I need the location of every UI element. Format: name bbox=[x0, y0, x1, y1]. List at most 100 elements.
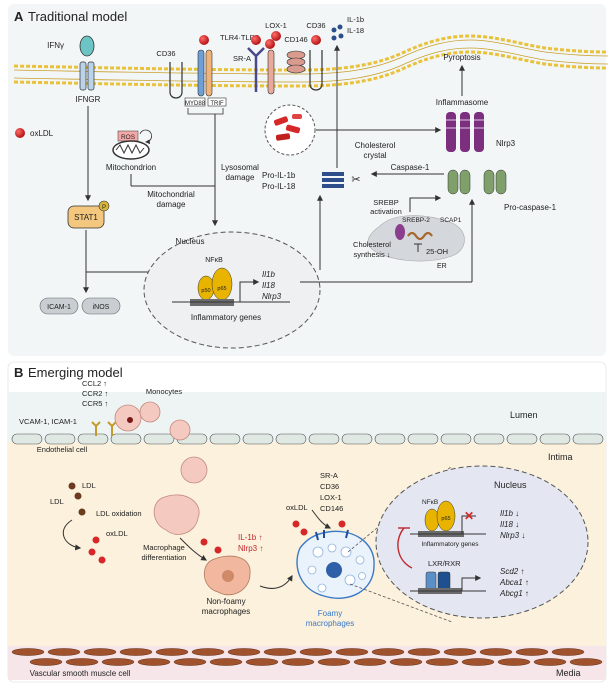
mitochondrion-label: Mitochondrion bbox=[106, 163, 156, 172]
macro-diff-label-1: Macrophage bbox=[143, 543, 185, 552]
gene-down-il1b: Il1b ↓ bbox=[500, 509, 519, 518]
nucleus-a bbox=[143, 231, 321, 349]
smooth-muscle-cell bbox=[83, 648, 117, 656]
smooth-muscle-cell bbox=[65, 658, 99, 666]
smooth-muscle-cell bbox=[47, 648, 81, 656]
endothelial-cell bbox=[143, 433, 175, 445]
stat1-box bbox=[67, 205, 105, 229]
endothelial-cell bbox=[473, 433, 505, 445]
media-label: Media bbox=[556, 668, 581, 678]
smooth-muscle-cell bbox=[191, 648, 225, 656]
smooth-muscle-cell bbox=[515, 648, 549, 656]
ldl-left-label: LDL bbox=[50, 497, 64, 506]
er-icon bbox=[367, 215, 465, 262]
smooth-muscle-cell bbox=[569, 658, 603, 666]
ifn-gamma-icon bbox=[79, 35, 95, 57]
smooth-muscle-cell bbox=[389, 658, 423, 666]
vsmc-label: Vascular smooth muscle cell bbox=[30, 669, 131, 678]
endothelial-cell bbox=[110, 433, 142, 445]
endothelial-cell bbox=[209, 433, 241, 445]
smooth-muscle-cell bbox=[443, 648, 477, 656]
gene-down-il18: Il18 ↓ bbox=[500, 520, 519, 529]
oxldl-left-label: oxLDL bbox=[106, 529, 128, 538]
nucleus-b bbox=[375, 465, 589, 619]
inos-pill bbox=[81, 297, 121, 315]
smooth-muscle-cell bbox=[173, 658, 207, 666]
ldl-top-label: LDL bbox=[82, 481, 96, 490]
smooth-muscle-cell bbox=[137, 658, 171, 666]
il18-secreted-label: IL-18 bbox=[347, 26, 364, 35]
endothelial-layer bbox=[11, 433, 604, 445]
ifngr-receptor-icon bbox=[79, 61, 87, 91]
endothelial-cell bbox=[539, 433, 571, 445]
cd36-right-receptor-icon bbox=[309, 50, 323, 91]
smooth-muscle-cell bbox=[299, 648, 333, 656]
caspase1-label: Caspase-1 bbox=[391, 163, 430, 172]
macro-diff-label-2: differentiation bbox=[142, 553, 187, 562]
scissors-icon: ✂ bbox=[351, 174, 360, 186]
chol-synthesis-label-1: Cholesterol bbox=[353, 240, 391, 249]
mito-damage-label-2: damage bbox=[157, 200, 186, 209]
lxr-icon bbox=[425, 571, 437, 591]
sra-receptor-icon bbox=[247, 47, 265, 92]
inos-label: iNOS bbox=[93, 304, 110, 311]
lumen-label: Lumen bbox=[510, 410, 538, 420]
tlr4-receptor-icon bbox=[197, 49, 205, 97]
phospho-label: P bbox=[102, 205, 106, 211]
endothelial-cell bbox=[572, 433, 604, 445]
nlrp3-inflammasome-icon bbox=[446, 112, 484, 152]
scap1-icon bbox=[407, 231, 433, 241]
smooth-muscle-cell bbox=[227, 648, 261, 656]
chemokine-ccr5: CCR5 ↑ bbox=[82, 399, 108, 408]
scap1-label: SCAP1 bbox=[440, 217, 462, 224]
panel-b-title: Emerging model bbox=[28, 365, 123, 380]
endothelial-label: Endothelial cell bbox=[37, 445, 88, 454]
smooth-muscle-cell bbox=[281, 658, 315, 666]
lysosomal-damage-label-1: Lysosomal bbox=[221, 163, 259, 172]
scavenger-sra: SR-A bbox=[320, 471, 338, 480]
endothelial-cell bbox=[11, 433, 43, 445]
smooth-muscle-cell bbox=[533, 658, 567, 666]
chemokine-ccl2: CCL2 ↑ bbox=[82, 379, 107, 388]
foamy-label-1: Foamy bbox=[318, 609, 342, 618]
srebp2-label: SREBP-2 bbox=[402, 217, 430, 224]
pro-il1b-label: Pro-IL-1b bbox=[262, 171, 296, 180]
gene-up-abca1: Abca1 ↑ bbox=[499, 578, 529, 587]
oh25-label: 25-OH bbox=[426, 247, 448, 256]
ifng-label: IFNγ bbox=[47, 41, 64, 50]
smooth-muscle-cell bbox=[155, 648, 189, 656]
vcam-label: VCAM-1, ICAM-1 bbox=[19, 417, 77, 426]
smooth-muscle-cell bbox=[317, 658, 351, 666]
nlrp3-up-label: Nlrp3 ↑ bbox=[238, 544, 263, 553]
endothelial-cell bbox=[341, 433, 373, 445]
rxr-icon bbox=[437, 571, 451, 591]
smooth-muscle-cell bbox=[101, 658, 135, 666]
foamy-label-2: macrophages bbox=[306, 619, 354, 628]
smooth-muscle-cell bbox=[425, 658, 459, 666]
p65-icon bbox=[211, 267, 233, 301]
smooth-muscle-cell bbox=[371, 648, 405, 656]
nfkb-a-label: NFκB bbox=[205, 257, 223, 264]
inflammatory-genes-a-label: Inflammatory genes bbox=[191, 313, 261, 322]
chemokine-ccr2: CCR2 ↑ bbox=[82, 389, 108, 398]
panel-a-title: Traditional model bbox=[28, 9, 127, 24]
lox1-receptor-icon bbox=[267, 49, 275, 95]
er-label: ER bbox=[437, 263, 447, 270]
scavenger-lox1: LOX-1 bbox=[320, 493, 342, 502]
foamy-nucleus-icon bbox=[326, 562, 342, 578]
gene-nlrp3: Nlrp3 bbox=[262, 292, 282, 301]
p50-label: p50 bbox=[201, 288, 210, 294]
smooth-muscle-cell bbox=[29, 658, 63, 666]
ros-label: ROS bbox=[121, 134, 136, 141]
scavenger-cd36: CD36 bbox=[320, 482, 339, 491]
nucleus-a-label: Nucleus bbox=[176, 237, 205, 246]
endothelial-cell bbox=[374, 433, 406, 445]
pro-caspase1-icon bbox=[447, 169, 507, 195]
gene-up-scd2: Scd2 ↑ bbox=[500, 567, 524, 576]
cd36-left-label: CD36 bbox=[156, 49, 175, 58]
smooth-muscle-cell bbox=[353, 658, 387, 666]
lox1-label: LOX-1 bbox=[265, 21, 287, 30]
endothelial-cell bbox=[44, 433, 76, 445]
oxldl-mid-label: oxLDL bbox=[286, 503, 308, 512]
gene-il1b: Il1b bbox=[262, 270, 275, 279]
